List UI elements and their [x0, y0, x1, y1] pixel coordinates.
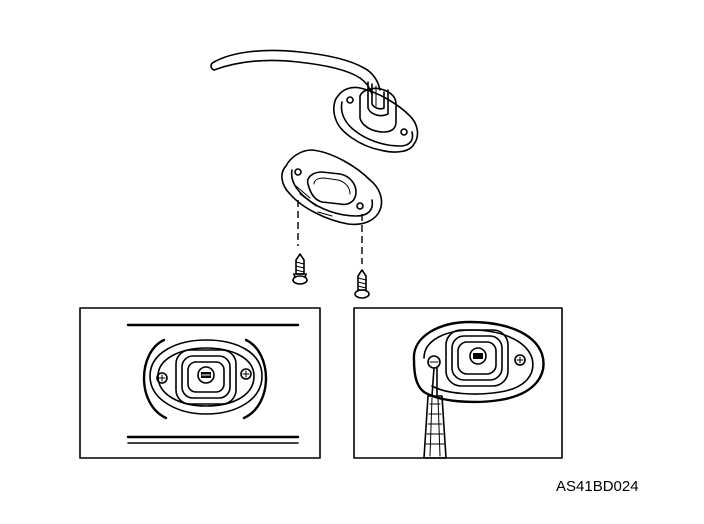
- license-plate-lamp-assembly: [333, 81, 419, 153]
- reference-code: AS41BD024: [556, 478, 639, 495]
- alignment-lines: [297, 200, 363, 264]
- installed-view-panel: [79, 307, 321, 459]
- mounting-screw-right: [354, 269, 370, 299]
- screwdriver: [423, 367, 447, 459]
- lamp-gasket: [281, 149, 383, 226]
- removal-view-panel: [353, 307, 563, 459]
- mounting-screw-left: [292, 253, 308, 285]
